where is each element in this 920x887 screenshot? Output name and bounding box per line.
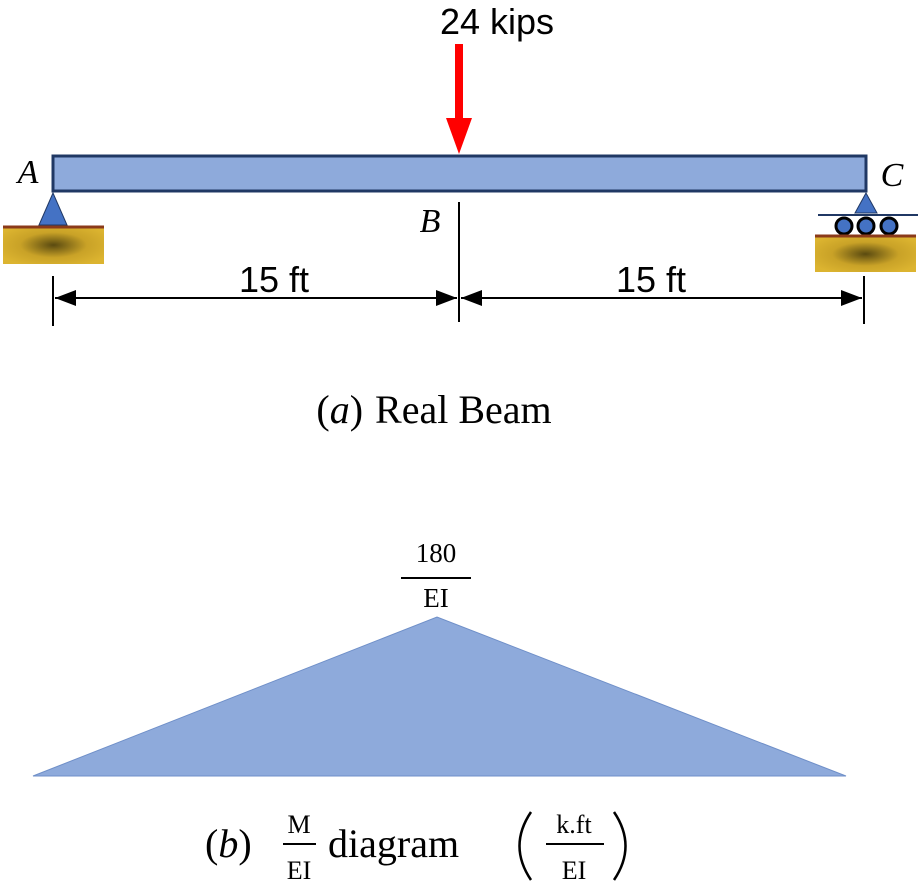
point-label-a: A [16, 154, 39, 191]
dimension-arrowheads [55, 290, 862, 306]
svg-text:M: M [287, 810, 310, 839]
pin-support-icon [3, 191, 104, 264]
caption-m-ei-diagram: (b) M EI diagram k.ft EI [205, 810, 627, 885]
load-label: 24 kips [440, 1, 554, 42]
dimension-lines [52, 202, 865, 326]
dimension-left-label: 15 ft [239, 259, 309, 300]
dimension-right-label: 15 ft [616, 259, 686, 300]
svg-text:k.ft: k.ft [556, 810, 592, 839]
roller-support-icon [815, 191, 918, 272]
peak-value-numerator: 180 [416, 538, 457, 568]
beam [51, 154, 868, 193]
peak-value-denominator: EI [423, 583, 448, 613]
svg-text:EI: EI [287, 856, 312, 885]
point-label-c: C [881, 157, 904, 194]
svg-text:(b): (b) [205, 821, 252, 866]
caption-real-beam: (a)Real Beam [316, 387, 551, 432]
load-arrow-icon [446, 44, 472, 154]
point-label-b: B [420, 203, 441, 240]
moment-diagram-triangle [32, 616, 847, 777]
svg-text:EI: EI [562, 856, 587, 885]
svg-text:diagram: diagram [328, 821, 459, 866]
